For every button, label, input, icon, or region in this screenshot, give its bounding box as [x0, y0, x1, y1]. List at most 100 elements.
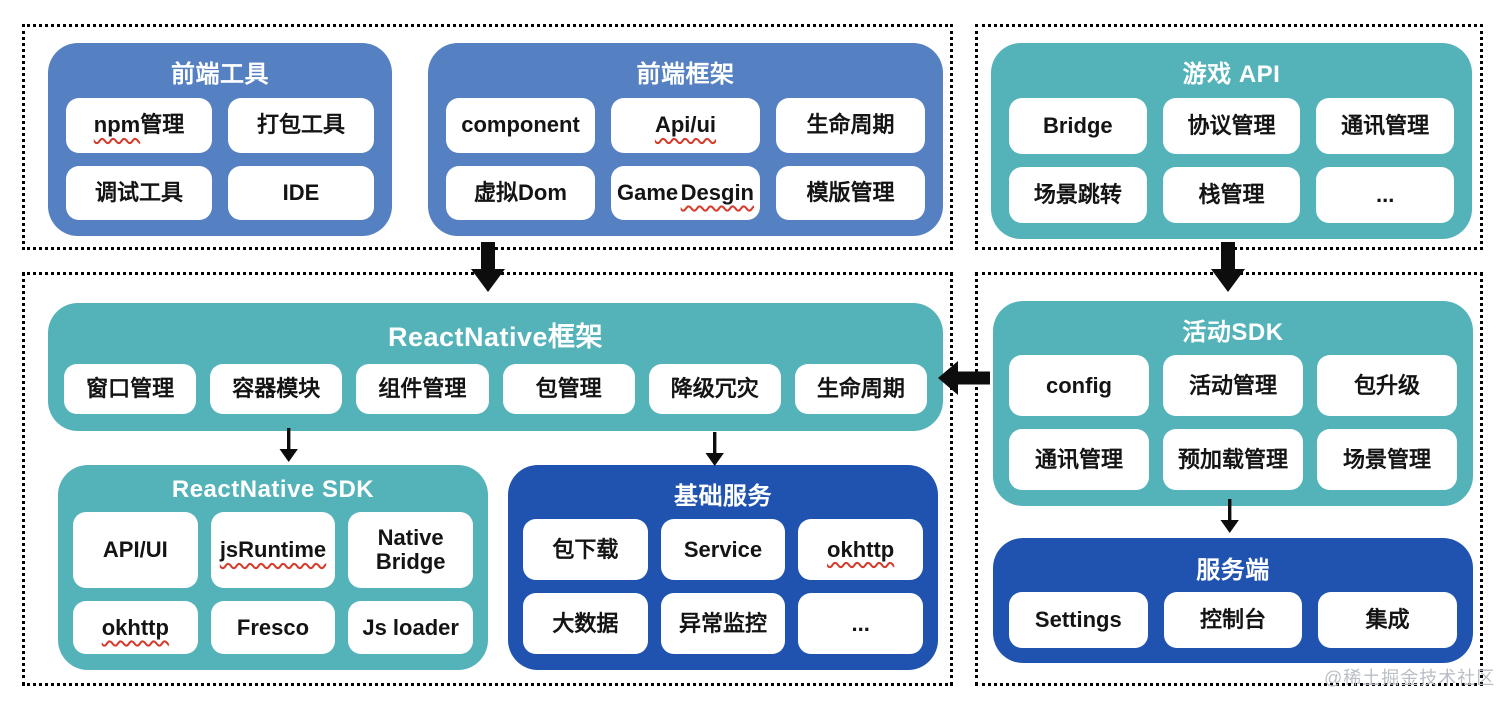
module-package-download: 包下载 [523, 519, 648, 580]
module-game-design: Game Desgin [611, 165, 760, 220]
chip-text: Js loader [362, 614, 459, 640]
chip-grid: Settings 控制台 集成 [993, 590, 1473, 663]
module-preload-manage: 预加载管理 [1163, 429, 1303, 490]
chip-text: 模版管理 [806, 179, 895, 205]
chip-grid: config 活动管理 包升级 通讯管理 预加载管理 场景管理 [993, 353, 1473, 506]
chip-text: 场景跳转 [1033, 182, 1122, 208]
chip-text-misspelled: okhttp [101, 614, 169, 640]
group-title-frontend-framework: 前端框架 [636, 61, 735, 88]
chip-text: 控制台 [1199, 607, 1266, 633]
group-rn-sdk: ReactNative SDK API/UI jsRuntime Native … [58, 465, 488, 670]
module-settings: Settings [1009, 592, 1148, 648]
module-activity-manage: 活动管理 [1163, 355, 1303, 416]
module-degrade-failover: 降级冗灾 [648, 364, 781, 414]
group-activity-sdk: 活动SDK config 活动管理 包升级 通讯管理 预加载管理 场景管理 [993, 301, 1473, 506]
module-config: config [1009, 355, 1149, 416]
chip-text: 栈管理 [1198, 182, 1265, 208]
chip-text: 生命周期 [806, 112, 895, 138]
group-title-rn-framework: ReactNative框架 [387, 322, 604, 352]
module-container-module: 容器模块 [210, 364, 343, 414]
module-build-tools: 打包工具 [228, 98, 374, 153]
chip-grid: Bridge 协议管理 通讯管理 场景跳转 栈管理 ... [991, 95, 1472, 239]
module-comm-manage: 通讯管理 [1316, 98, 1454, 154]
chip-text: ... [1375, 182, 1395, 208]
group-game-api: 游戏 API Bridge 协议管理 通讯管理 场景跳转 栈管理 ... [991, 43, 1472, 239]
arrow-down-rn-framework-to-base-services-icon [705, 432, 724, 466]
chip-text-misspelled: Desgin [680, 179, 754, 205]
group-title-rn-sdk: ReactNative SDK [171, 476, 375, 503]
group-base-services: 基础服务 包下载 Service okhttp 大数据 异常监控 ... [508, 465, 938, 670]
chip-grid: API/UI jsRuntime Native Bridge okhttp Fr… [58, 510, 488, 670]
chip-text: Service [683, 536, 763, 562]
module-component-manage: 组件管理 [356, 364, 489, 414]
chip-text: 通讯管理 [1341, 113, 1430, 139]
module-native-bridge: Native Bridge [348, 512, 473, 589]
chip-text: 管理 [140, 112, 185, 138]
module-template-manage: 模版管理 [776, 165, 925, 220]
chip-text: API/UI [102, 537, 168, 563]
chip-text-misspelled: okhttp [827, 536, 895, 562]
module-api-ui: API/UI [73, 512, 198, 589]
group-title-activity-sdk: 活动SDK [1182, 319, 1284, 346]
chip-text: 集成 [1365, 607, 1410, 633]
module-bridge: Bridge [1009, 98, 1147, 154]
module-api-ui: Api/ui [611, 98, 760, 153]
chip-text: Settings [1034, 607, 1122, 633]
module-exception-monitor: 异常监控 [660, 593, 786, 654]
module-package-manage: 包管理 [502, 364, 635, 414]
module-window-manage: 窗口管理 [64, 364, 197, 414]
chip-text: 窗口管理 [86, 376, 175, 402]
chip-text: 打包工具 [256, 112, 345, 138]
chip-text: 组件管理 [378, 376, 467, 402]
chip-text: 异常监控 [678, 610, 767, 636]
module-more-ellipsis: ... [798, 593, 923, 654]
module-component: component [446, 98, 595, 153]
chip-text: 虚拟Dom [474, 179, 567, 205]
chip-text-misspelled: jsRuntime [219, 537, 327, 563]
panel-game-api-layer: 游戏 API Bridge 协议管理 通讯管理 场景跳转 栈管理 ... [975, 24, 1483, 250]
module-comm-manage: 通讯管理 [1009, 429, 1149, 490]
module-js-loader: Js loader [348, 601, 473, 654]
chip-text: 预加载管理 [1177, 446, 1288, 472]
chip-text: 活动管理 [1188, 372, 1277, 398]
module-okhttp: okhttp [798, 519, 923, 580]
chip-text: ... [851, 610, 870, 636]
chip-text: 容器模块 [232, 376, 321, 402]
chip-text-misspelled: npm [93, 112, 141, 138]
group-title-base-services: 基础服务 [674, 483, 772, 510]
arrow-down-frontend-to-rn-framework-icon [471, 242, 505, 292]
panel-activity-layer: 活动SDK config 活动管理 包升级 通讯管理 预加载管理 场景管理 服务… [975, 272, 1483, 686]
chip-text: component [461, 112, 580, 138]
module-service: Service [660, 519, 786, 580]
module-protocol-manage: 协议管理 [1162, 98, 1301, 154]
module-package-upgrade: 包升级 [1317, 355, 1457, 416]
group-title-game-api: 游戏 API [1182, 61, 1281, 88]
chip-text: 包管理 [535, 376, 602, 402]
chip-text: Native Bridge [375, 525, 450, 575]
chip-text: 生命周期 [816, 376, 905, 402]
chip-text: 包下载 [552, 536, 619, 562]
module-integration: 集成 [1318, 592, 1457, 648]
chip-text: IDE [282, 179, 320, 205]
arrow-left-activity-sdk-to-rn-framework-icon [938, 361, 990, 395]
group-title-frontend-tools: 前端工具 [171, 61, 269, 88]
module-stack-manage: 栈管理 [1162, 167, 1301, 223]
module-okhttp: okhttp [73, 601, 198, 654]
group-frontend-framework: 前端框架 component Api/ui 生命周期 虚拟Dom Game De… [428, 43, 943, 236]
module-debug-tools: 调试工具 [66, 165, 212, 220]
chip-text-misspelled: Api/ui [654, 112, 717, 138]
module-fresco: Fresco [210, 601, 336, 654]
chip-text: 降级冗灾 [670, 376, 759, 402]
module-more-ellipsis: ... [1316, 167, 1454, 223]
arrow-down-activity-sdk-to-server-icon [1220, 499, 1239, 533]
chip-text: Game [617, 179, 685, 205]
group-server: 服务端 Settings 控制台 集成 [993, 538, 1473, 663]
chip-text: 通讯管理 [1034, 446, 1123, 472]
chip-text: Bridge [1042, 113, 1113, 139]
module-ide: IDE [228, 165, 374, 220]
